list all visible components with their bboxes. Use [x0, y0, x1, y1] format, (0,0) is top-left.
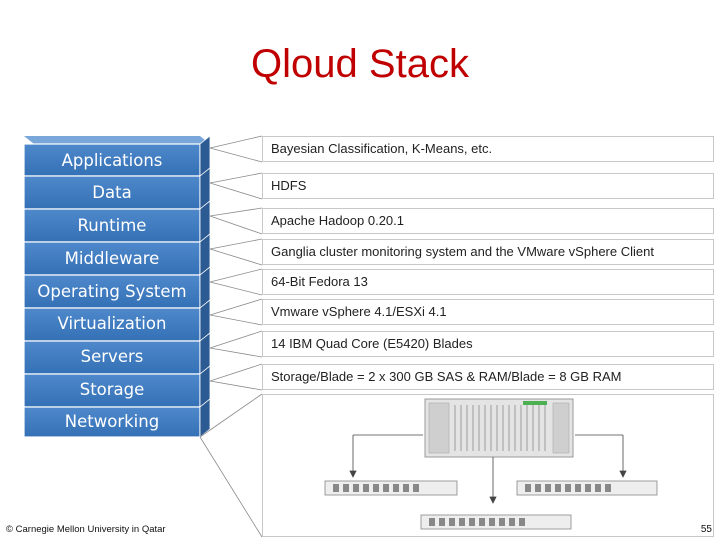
layer-label-virtualization: Virtualization — [57, 314, 167, 333]
description-storage: Storage/Blade = 2 x 300 GB SAS & RAM/Bla… — [262, 364, 714, 390]
description-runtime: Apache Hadoop 0.20.1 — [262, 208, 714, 234]
layer-label-networking: Networking — [64, 412, 160, 431]
description-virtualization: Vmware vSphere 4.1/ESXi 4.1 — [262, 299, 714, 325]
layer-block-networking — [23, 398, 211, 438]
hardware-diagram — [324, 398, 658, 530]
description-data: HDFS — [262, 173, 714, 199]
layer-label-servers: Servers — [80, 347, 144, 366]
layer-label-operating-system: Operating System — [37, 282, 187, 301]
network-switch-icon — [324, 480, 458, 496]
connector-lines — [199, 135, 263, 538]
network-switch-icon — [420, 514, 572, 530]
link-arrows — [349, 434, 627, 504]
slide-title: Qloud Stack — [251, 42, 469, 86]
network-switch-icon — [516, 480, 658, 496]
layer-block-data — [23, 167, 211, 210]
layer-label-applications: Applications — [61, 151, 163, 170]
description-operating-system: 64-Bit Fedora 13 — [262, 269, 714, 295]
description-middleware: Ganglia cluster monitoring system and th… — [262, 239, 714, 265]
description-servers: 14 IBM Quad Core (E5420) Blades — [262, 331, 714, 357]
layer-label-storage: Storage — [79, 380, 145, 399]
layer-block-servers — [23, 332, 211, 375]
layer-block-middleware — [23, 233, 211, 276]
layer-label-middleware: Middleware — [64, 249, 160, 268]
layer-block-virtualization — [23, 299, 211, 342]
page-number: 55 — [700, 524, 712, 535]
networking-hardware-image — [262, 394, 714, 537]
blade-chassis-icon — [424, 398, 574, 458]
layer-label-runtime: Runtime — [77, 216, 147, 235]
description-applications: Bayesian Classification, K-Means, etc. — [262, 136, 714, 162]
stack-top-face — [24, 136, 210, 144]
layer-label-data: Data — [92, 183, 132, 202]
copyright-footer: © Carnegie Mellon University in Qatar — [6, 524, 166, 535]
layer-block-operating-system — [23, 266, 211, 309]
